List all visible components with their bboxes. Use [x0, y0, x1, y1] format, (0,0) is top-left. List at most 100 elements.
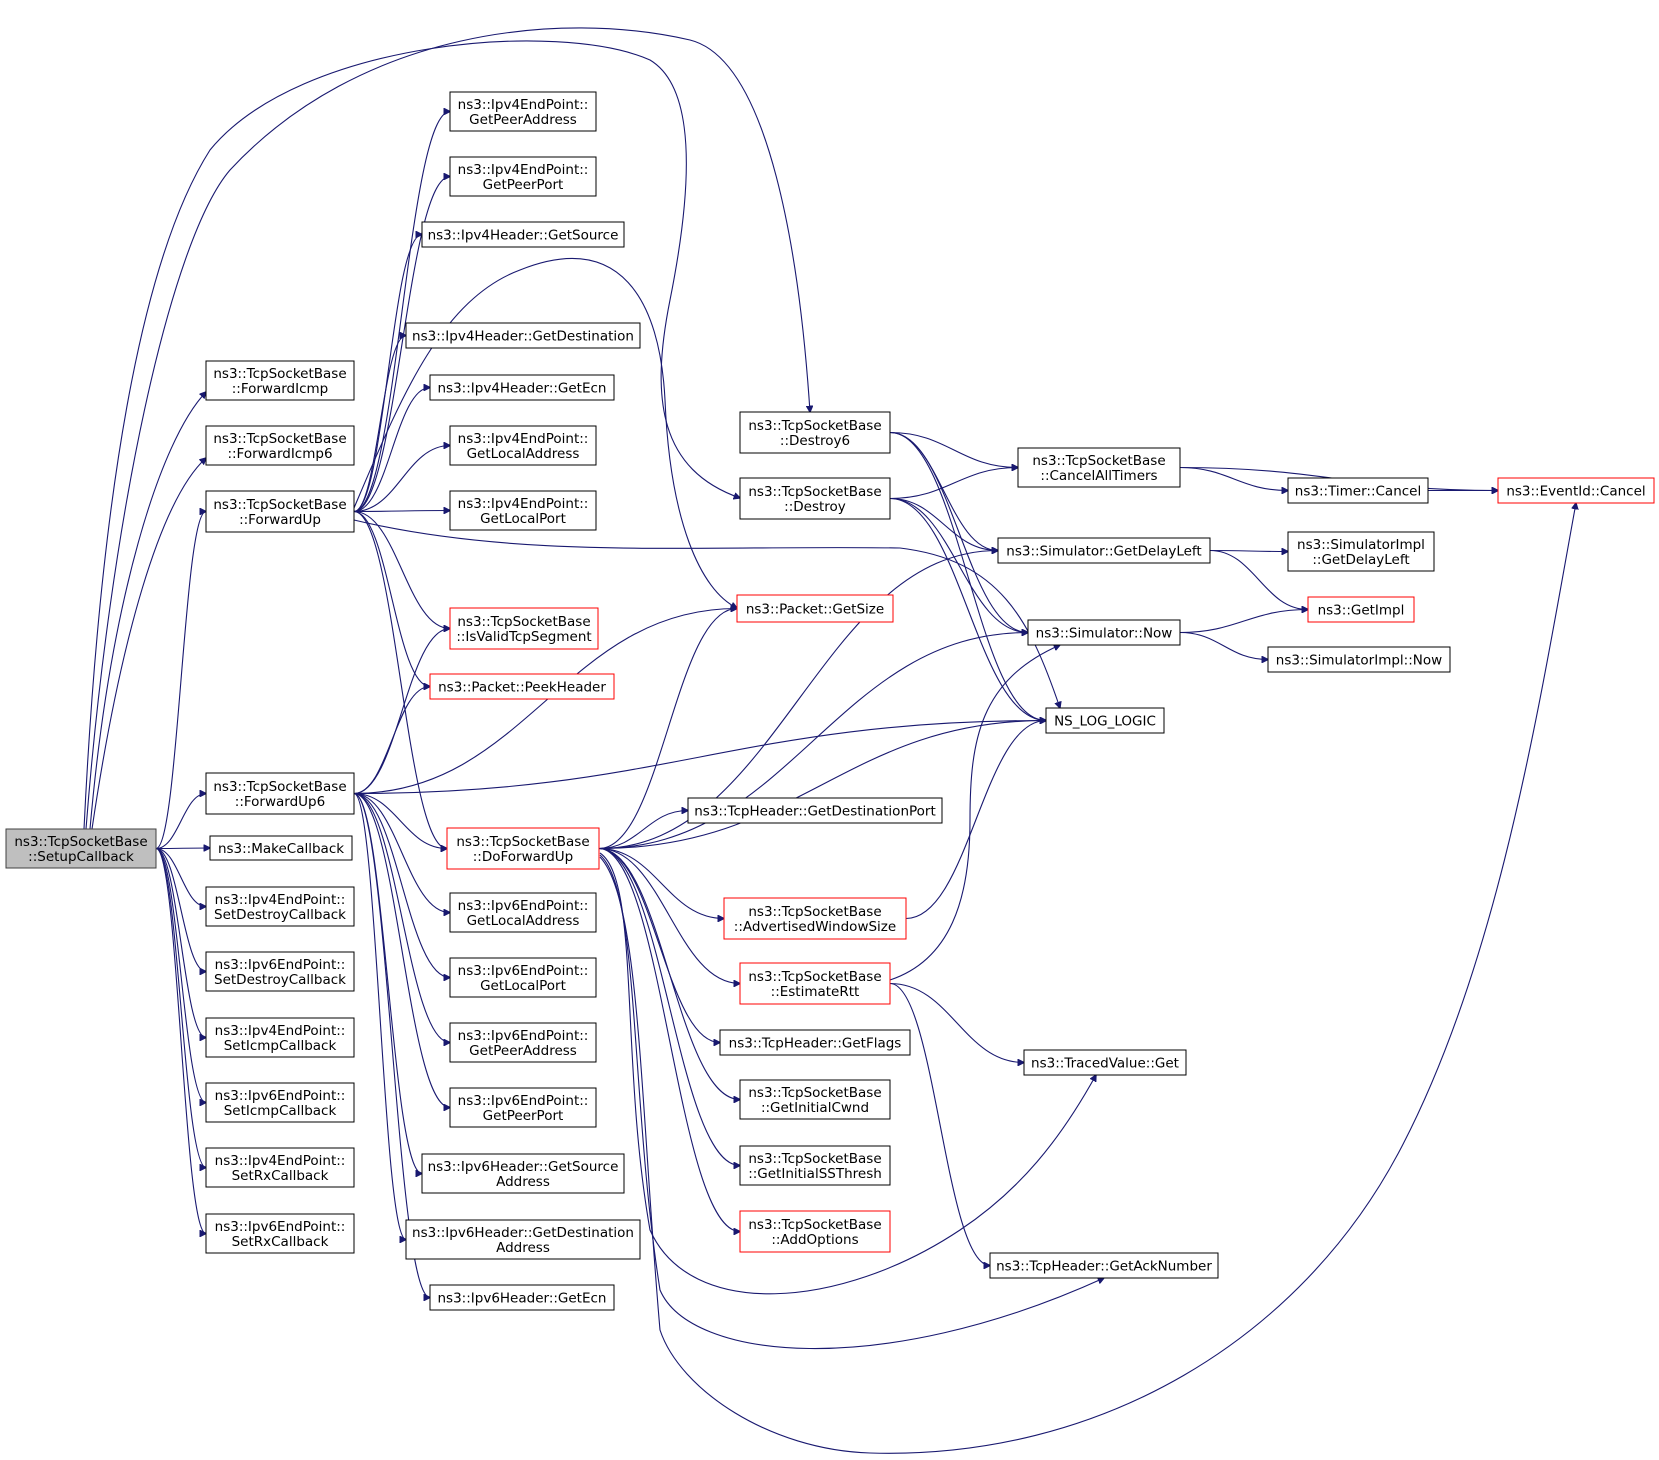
- edge-sim-now-to-simimpl-now: [1179, 631, 1268, 660]
- edge-forwardup-to-ipv4h-getecn: [353, 388, 430, 513]
- node-ipv6-setdestroy[interactable]: ns3::Ipv6EndPoint::SetDestroyCallback: [205, 951, 355, 992]
- node-advertisedwindowsize[interactable]: ns3::TcpSocketBase::AdvertisedWindowSize: [723, 897, 907, 940]
- node-label: ns3::Ipv4EndPoint::: [458, 162, 589, 178]
- node-ipv4-setrx[interactable]: ns3::Ipv4EndPoint::SetRxCallback: [205, 1147, 355, 1188]
- node-addoptions[interactable]: ns3::TcpSocketBase::AddOptions: [739, 1210, 891, 1253]
- nodes-layer: ns3::TcpSocketBase::SetupCallbackns3::Tc…: [5, 91, 1655, 1311]
- node-forwardicmp[interactable]: ns3::TcpSocketBase::ForwardIcmp: [205, 360, 355, 401]
- node-destroy[interactable]: ns3::TcpSocketBase::Destroy: [739, 477, 891, 520]
- edge-destroy-to-ns-log-logic: [889, 497, 1046, 721]
- node-forwardup[interactable]: ns3::TcpSocketBase::ForwardUp: [205, 490, 355, 533]
- node-box: [1287, 477, 1429, 504]
- node-label: ns3::Ipv4EndPoint::: [458, 496, 589, 512]
- node-box: [739, 411, 891, 454]
- node-packet-getsize[interactable]: ns3::Packet::GetSize: [736, 594, 894, 623]
- edge-destroy6-to-ns-log-logic: [889, 431, 1046, 721]
- node-ipv4-seticmp[interactable]: ns3::Ipv4EndPoint::SetIcmpCallback: [205, 1017, 355, 1058]
- node-ipv4h-getecn[interactable]: ns3::Ipv4Header::GetEcn: [429, 374, 615, 401]
- node-ipv4h-getsource[interactable]: ns3::Ipv4Header::GetSource: [421, 221, 625, 248]
- node-sim-now[interactable]: ns3::Simulator::Now: [1027, 619, 1181, 646]
- node-sim-getdelayleft[interactable]: ns3::Simulator::GetDelayLeft: [997, 537, 1211, 564]
- node-label: GetPeerAddress: [469, 1043, 577, 1059]
- node-box: [205, 1017, 355, 1058]
- node-box: [997, 537, 1211, 564]
- edge-forwardup-to-doforwardup: [353, 510, 447, 849]
- node-label: ns3::SimulatorImpl: [1297, 537, 1425, 553]
- node-destroy6[interactable]: ns3::TcpSocketBase::Destroy6: [739, 411, 891, 454]
- edge-estimatertt-to-tracedvalue-get: [889, 982, 1024, 1063]
- node-label: ns3::Ipv6EndPoint::: [215, 1088, 346, 1104]
- node-getinitialcwnd[interactable]: ns3::TcpSocketBase::GetInitialCwnd: [739, 1079, 891, 1120]
- edge-setupcallback-to-ipv6-setrx: [155, 847, 206, 1234]
- node-isvalidtcpsegment[interactable]: ns3::TcpSocketBase::IsValidTcpSegment: [449, 607, 599, 650]
- node-doforwardup[interactable]: ns3::TcpSocketBase::DoForwardUp: [446, 827, 600, 870]
- edge-forwardup-to-ns-log-logic: [353, 519, 1060, 708]
- node-makecallback[interactable]: ns3::MakeCallback: [209, 835, 353, 861]
- node-simimpl-getdelayleft[interactable]: ns3::SimulatorImpl::GetDelayLeft: [1287, 531, 1435, 572]
- node-ipv4ep-getpeeraddress[interactable]: ns3::Ipv4EndPoint::GetPeerAddress: [449, 91, 597, 132]
- node-setupcallback[interactable]: ns3::TcpSocketBase::SetupCallback: [5, 828, 157, 869]
- edge-estimatertt-to-sim-now: [889, 645, 1060, 981]
- node-label: SetRxCallback: [232, 1234, 329, 1250]
- node-ipv6ep-getlocalport[interactable]: ns3::Ipv6EndPoint::GetLocalPort: [449, 957, 597, 998]
- node-getinitialssthresh[interactable]: ns3::TcpSocketBase::GetInitialSSThresh: [739, 1145, 891, 1186]
- node-getimpl[interactable]: ns3::GetImpl: [1307, 596, 1415, 623]
- node-box: [739, 1210, 891, 1253]
- node-ipv6h-getecn[interactable]: ns3::Ipv6Header::GetEcn: [429, 1284, 615, 1311]
- node-forwardicmp6[interactable]: ns3::TcpSocketBase::ForwardIcmp6: [205, 425, 355, 466]
- node-getacknumber[interactable]: ns3::TcpHeader::GetAckNumber: [989, 1252, 1219, 1279]
- node-label: ::Destroy6: [780, 433, 850, 449]
- edge-setupcallback-to-destroy: [83, 40, 740, 830]
- node-box: [1017, 447, 1181, 488]
- node-ipv6ep-getpeerport[interactable]: ns3::Ipv6EndPoint::GetPeerPort: [449, 1087, 597, 1128]
- node-label: ::ForwardUp: [239, 512, 321, 528]
- edge-setupcallback-to-forwardicmp6: [91, 458, 206, 830]
- node-box: [449, 1022, 597, 1063]
- edge-forwardup-to-peekheader: [353, 510, 430, 687]
- node-label: ns3::Packet::GetSize: [746, 602, 884, 618]
- edge-sim-getdelayleft-to-simimpl-getdelayleft: [1209, 551, 1288, 552]
- node-box: [989, 1252, 1219, 1279]
- node-label: ns3::TcpSocketBase: [748, 904, 881, 920]
- node-box: [1287, 531, 1435, 572]
- node-ns-log-logic[interactable]: NS_LOG_LOGIC: [1045, 707, 1165, 734]
- edge-forwardup6-to-peekheader: [353, 687, 430, 795]
- node-box: [205, 886, 355, 927]
- node-ipv4ep-getpeerport[interactable]: ns3::Ipv4EndPoint::GetPeerPort: [449, 156, 597, 197]
- node-label: ns3::Ipv4EndPoint::: [215, 1023, 346, 1039]
- node-label: ns3::TcpHeader::GetAckNumber: [996, 1259, 1212, 1275]
- node-ipv6-setrx[interactable]: ns3::Ipv6EndPoint::SetRxCallback: [205, 1213, 355, 1254]
- node-label: ::AddOptions: [771, 1232, 858, 1248]
- node-label: ns3::Simulator::Now: [1036, 626, 1173, 642]
- node-getdestinationport[interactable]: ns3::TcpHeader::GetDestinationPort: [687, 797, 943, 824]
- edge-doforwardup-to-getdestinationport: [598, 811, 688, 850]
- node-ipv6ep-getpeeraddress[interactable]: ns3::Ipv6EndPoint::GetPeerAddress: [449, 1022, 597, 1063]
- node-ipv4-setdestroy[interactable]: ns3::Ipv4EndPoint::SetDestroyCallback: [205, 886, 355, 927]
- node-getflags[interactable]: ns3::TcpHeader::GetFlags: [719, 1029, 911, 1056]
- node-estimatertt[interactable]: ns3::TcpSocketBase::EstimateRtt: [739, 962, 891, 1005]
- node-cancelalltimers[interactable]: ns3::TcpSocketBase::CancelAllTimers: [1017, 447, 1181, 488]
- node-box: [739, 1079, 891, 1120]
- node-label: ns3::Ipv6EndPoint::: [458, 898, 589, 914]
- node-timer-cancel[interactable]: ns3::Timer::Cancel: [1287, 477, 1429, 504]
- node-box: [205, 360, 355, 401]
- node-ipv4h-getdestination[interactable]: ns3::Ipv4Header::GetDestination: [405, 322, 641, 349]
- node-ipv4ep-getlocalport[interactable]: ns3::Ipv4EndPoint::GetLocalPort: [449, 490, 597, 531]
- node-label: ns3::Timer::Cancel: [1295, 484, 1421, 500]
- node-ipv6-seticmp[interactable]: ns3::Ipv6EndPoint::SetIcmpCallback: [205, 1082, 355, 1123]
- node-label: ns3::Ipv6EndPoint::: [215, 1219, 346, 1235]
- node-ipv4ep-getlocaladdress[interactable]: ns3::Ipv4EndPoint::GetLocalAddress: [449, 425, 597, 466]
- edge-forwardup-to-ipv4ep-getlocalport: [353, 511, 450, 512]
- node-forwardup6[interactable]: ns3::TcpSocketBase::ForwardUp6: [205, 772, 355, 815]
- node-eventid-cancel[interactable]: ns3::EventId::Cancel: [1497, 477, 1655, 504]
- node-simimpl-now[interactable]: ns3::SimulatorImpl::Now: [1267, 646, 1451, 673]
- node-peekheader[interactable]: ns3::Packet::PeekHeader: [429, 673, 615, 700]
- node-ipv6ep-getlocaladdress[interactable]: ns3::Ipv6EndPoint::GetLocalAddress: [449, 892, 597, 933]
- node-label: ns3::Ipv4Header::GetEcn: [438, 381, 607, 397]
- node-tracedvalue-get[interactable]: ns3::TracedValue::Get: [1023, 1049, 1187, 1076]
- node-label: ns3::GetImpl: [1318, 603, 1405, 619]
- edge-forwardup6-to-ns-log-logic: [353, 721, 1046, 795]
- node-label: ns3::Ipv4EndPoint::: [458, 431, 589, 447]
